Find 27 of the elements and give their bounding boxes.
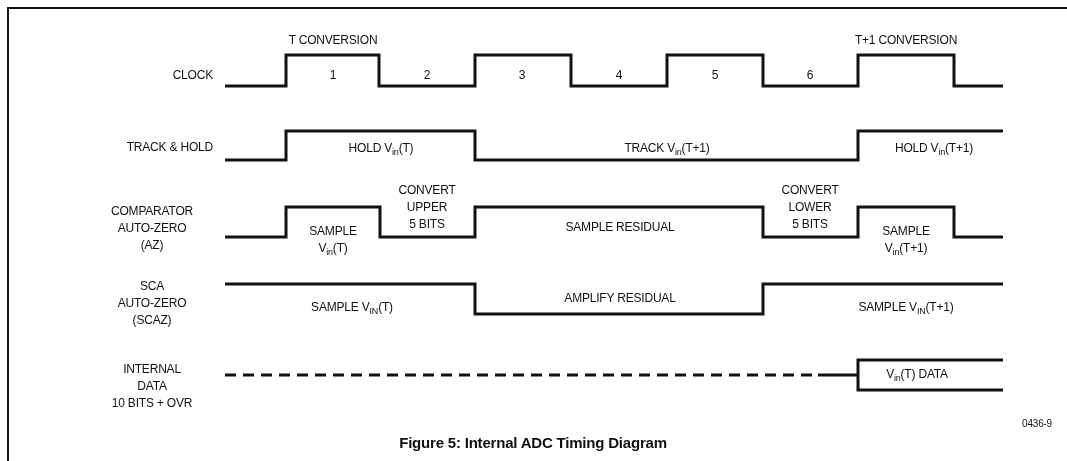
- signal-name: CLOCK: [172, 66, 213, 84]
- cycle-number: 6: [806, 66, 814, 84]
- phase-label: HOLD V$_{in}$(T+1): [894, 139, 974, 157]
- conversion-label: T+1 CONVERSION: [854, 31, 958, 49]
- bus-value-label: V$_{in}$(T) DATA: [886, 365, 948, 383]
- cycle-number: 1: [329, 66, 337, 84]
- figure-caption: Figure 5: Internal ADC Timing Diagram: [399, 433, 667, 451]
- phase-label: HOLD V$_{in}$(T): [348, 139, 414, 157]
- cycle-number: 3: [518, 66, 526, 84]
- signal-name: INTERNAL DATA 10 BITS + OVR: [111, 360, 193, 412]
- phase-label: SAMPLE V$_{IN}$(T): [311, 298, 393, 316]
- phase-label: SAMPLE V$_{IN}$(T+1): [858, 298, 954, 316]
- phase-label: SAMPLE V$_{in}$(T): [309, 223, 357, 257]
- phase-label: TRACK V$_{in}$(T+1): [624, 139, 710, 157]
- phase-label: AMPLIFY RESIDUAL: [564, 289, 676, 307]
- conversion-label: T CONVERSION: [288, 31, 378, 49]
- cycle-number: 2: [423, 66, 431, 84]
- cycle-number: 4: [615, 66, 623, 84]
- signal-name: TRACK & HOLD: [126, 138, 213, 156]
- signal-name: COMPARATOR AUTO-ZERO (AZ): [111, 202, 193, 254]
- cycle-number: 5: [711, 66, 719, 84]
- phase-label: CONVERT LOWER 5 BITS: [781, 181, 839, 233]
- signal-name: SCA AUTO-ZERO (SCAZ): [117, 277, 187, 329]
- phase-label: CONVERT UPPER 5 BITS: [398, 181, 456, 233]
- figure-number: 0436-9: [1022, 416, 1052, 431]
- phase-label: SAMPLE V$_{in}$(T+1): [882, 223, 930, 257]
- phase-label: SAMPLE RESIDUAL: [565, 218, 675, 236]
